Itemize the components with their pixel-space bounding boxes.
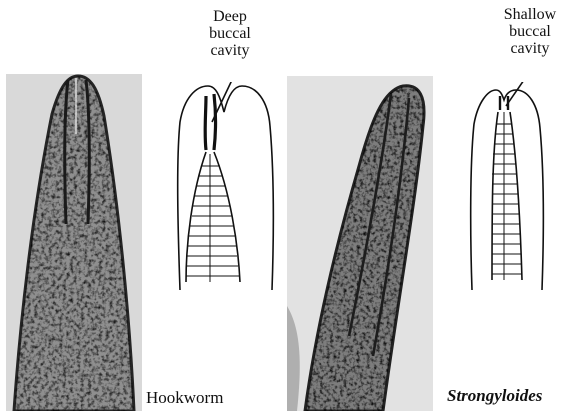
strongyloides-caption: Strongyloides [447, 386, 542, 406]
strongyloides-diagram [462, 82, 552, 296]
hookworm-diagram [168, 82, 280, 296]
shallow-buccal-cavity-label: Shallow buccal cavity [486, 6, 574, 57]
deep-buccal-cavity-label: Deep buccal cavity [190, 8, 270, 59]
strongyloides-micrograph [287, 76, 433, 411]
hookworm-micrograph [6, 74, 142, 411]
hookworm-caption: Hookworm [146, 388, 223, 408]
